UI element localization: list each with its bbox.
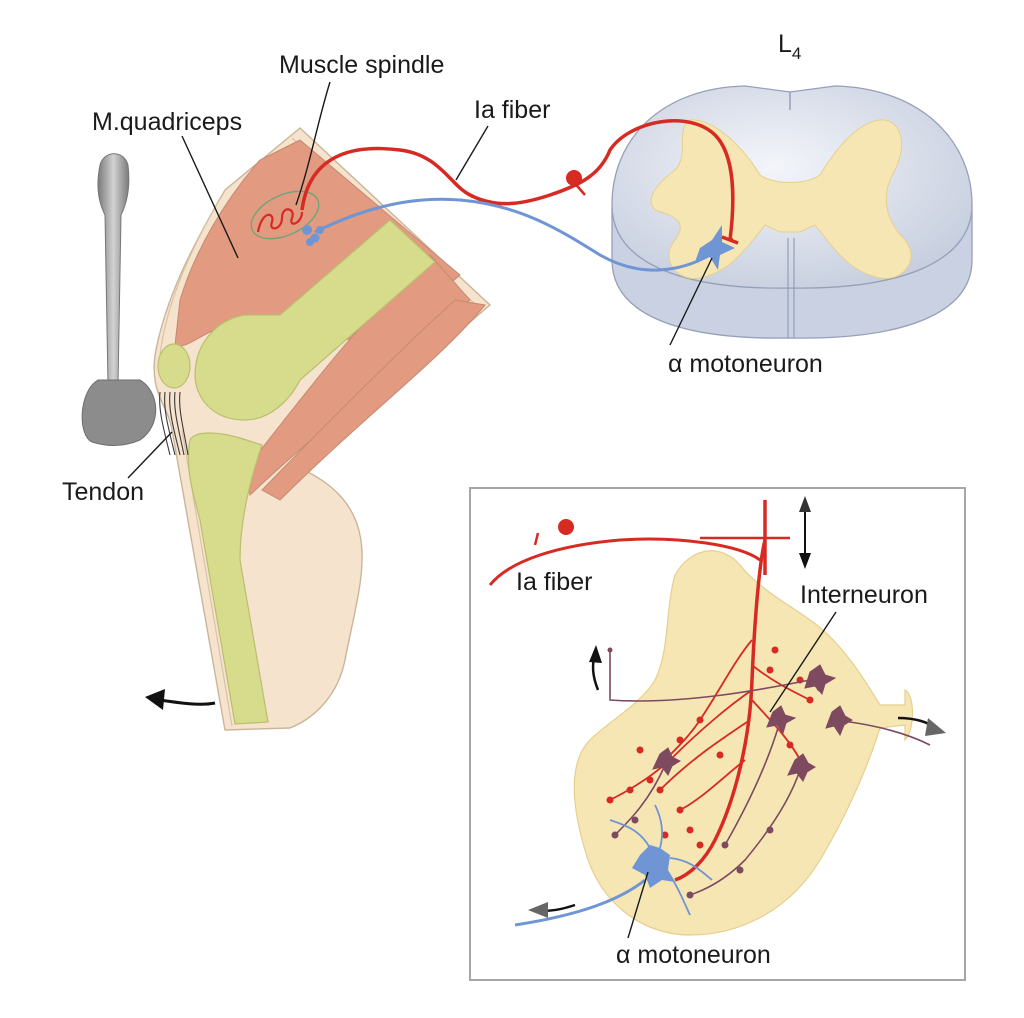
inset-panel bbox=[469, 487, 966, 981]
leader-alpha-motoneuron-inset bbox=[627, 871, 649, 939]
m-quadriceps-label: M.quadriceps bbox=[92, 108, 242, 136]
leader-alpha-motoneuron-top bbox=[669, 257, 713, 346]
muscle-spindle-label: Muscle spindle bbox=[279, 51, 444, 79]
muscle-spindle bbox=[250, 190, 320, 240]
leader-interneuron bbox=[769, 611, 837, 713]
alpha-motor-fiber bbox=[314, 197, 711, 272]
ia-afferent-fiber bbox=[300, 119, 739, 245]
leader-m-quadriceps bbox=[181, 135, 239, 259]
alpha-motoneuron-label-top: α motoneuron bbox=[668, 350, 823, 378]
patella bbox=[157, 343, 191, 389]
interneuron-label: Interneuron bbox=[800, 581, 928, 609]
alpha-motoneuron-label-inset: α motoneuron bbox=[616, 941, 771, 969]
leader-ia-fiber-top bbox=[455, 125, 489, 181]
patellar-tendon bbox=[159, 391, 189, 456]
inset-ia-fiber bbox=[488, 500, 811, 882]
leg-extension-arrow bbox=[145, 689, 216, 710]
knee-cross-section bbox=[153, 127, 492, 731]
tibia bbox=[187, 432, 269, 725]
interneuron-terminals bbox=[607, 647, 774, 899]
ia-fiber-label-top: Ia fiber bbox=[474, 96, 550, 124]
inset-gray-matter bbox=[573, 550, 914, 936]
motor-end-plate bbox=[302, 225, 324, 246]
reflex-hammer bbox=[81, 153, 157, 446]
leader-tendon bbox=[127, 431, 173, 479]
inset-arrows bbox=[528, 496, 946, 918]
leader-muscle-spindle bbox=[295, 81, 331, 206]
alpha-motoneuron-cell-top bbox=[695, 225, 735, 270]
femur bbox=[194, 219, 436, 421]
interneurons bbox=[609, 650, 931, 896]
spinal-cord-section bbox=[611, 85, 973, 339]
ia-fiber-label-inset: Ia fiber bbox=[516, 568, 592, 596]
tendon-label: Tendon bbox=[62, 478, 144, 506]
segment-label: L4 bbox=[778, 30, 801, 63]
inset-alpha-motoneuron bbox=[514, 804, 713, 927]
